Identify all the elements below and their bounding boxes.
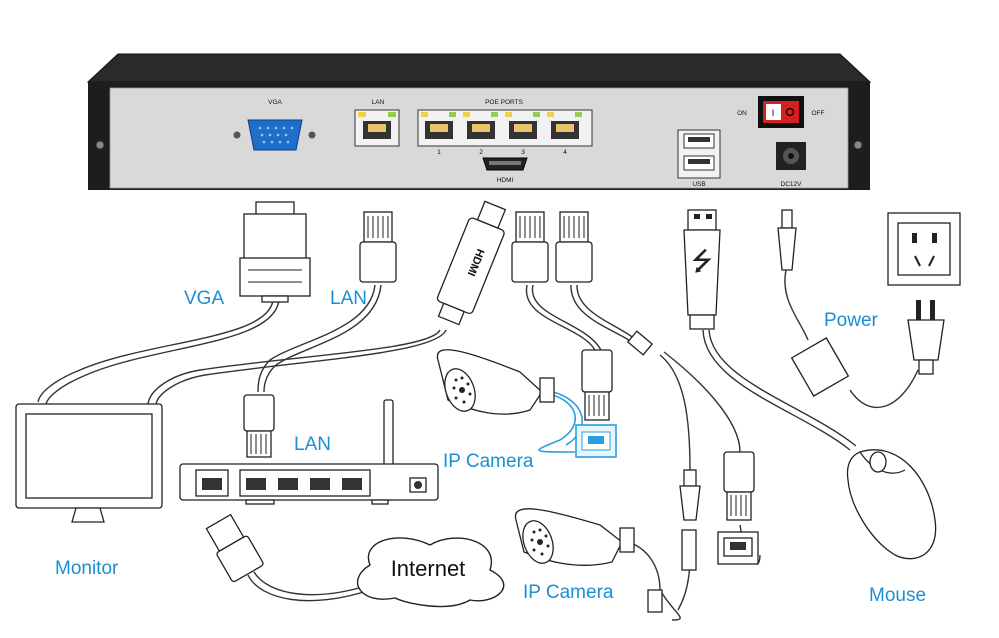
power-socket — [887, 212, 961, 286]
poe-port-2 — [463, 112, 498, 139]
svg-text:USB: USB — [692, 181, 705, 188]
nvr-hdmi-port: HDMI — [482, 157, 528, 184]
camera-1-lan-plug — [581, 349, 613, 421]
camera-2-lan-plug — [723, 451, 755, 521]
internet-cloud — [357, 537, 505, 608]
label-ip-camera-1: IP Camera — [443, 451, 534, 472]
camera-2-port-box — [717, 531, 759, 565]
poe-plug-1 — [511, 211, 549, 283]
svg-text:2: 2 — [479, 149, 483, 156]
svg-text:OFF: OFF — [812, 110, 825, 117]
mouse — [846, 449, 937, 560]
label-mouse: Mouse — [869, 585, 926, 606]
svg-text:HDMI: HDMI — [497, 177, 514, 184]
power-adapter — [790, 337, 850, 397]
camera-2-dc-plug — [679, 469, 701, 571]
ip-camera-2 — [514, 508, 663, 613]
monitor — [15, 403, 163, 523]
router — [179, 399, 439, 505]
poe-port-3 — [505, 112, 540, 139]
lan-plug-router — [243, 394, 275, 458]
power-plug — [907, 300, 945, 375]
svg-text:3: 3 — [521, 149, 525, 156]
usb-plug: ⭍ — [683, 209, 721, 330]
poe-port-1 — [421, 112, 456, 139]
hdmi-plug: HDMI — [436, 200, 507, 326]
svg-text:ON: ON — [737, 110, 747, 117]
nvr-vga-port: VGA — [233, 99, 316, 151]
svg-text:1: 1 — [437, 149, 441, 156]
svg-text:VGA: VGA — [268, 99, 282, 106]
poe-plug-2 — [555, 211, 593, 283]
label-ip-camera-2: IP Camera — [523, 582, 614, 603]
nvr-usb-ports: USB — [677, 129, 721, 188]
nvr-power-switch: ON OFF I — [737, 96, 825, 128]
lan-plug-top — [359, 211, 397, 283]
nvr-poe-ports: POE PORTS 1 2 3 4 — [417, 99, 593, 156]
svg-text:DC12V: DC12V — [781, 181, 803, 188]
poe-port-4 — [547, 112, 582, 139]
label-lan-router: LAN — [294, 434, 331, 455]
svg-text:POE PORTS: POE PORTS — [485, 99, 523, 106]
dc-plug — [777, 209, 797, 271]
nvr-device: VGA LAN POE PORTS — [86, 53, 872, 190]
svg-text:4: 4 — [563, 149, 567, 156]
nvr-lan-port: LAN — [354, 99, 400, 147]
lan-plug-internet — [205, 513, 264, 583]
label-lan-top: LAN — [330, 288, 367, 309]
ip-camera-1 — [436, 349, 555, 415]
label-monitor: Monitor — [55, 558, 119, 579]
svg-text:I: I — [772, 108, 775, 118]
camera-1-port-box — [575, 424, 617, 458]
usb-icon: ⭍ — [691, 247, 713, 277]
label-internet: Internet — [391, 556, 466, 581]
poe-splitter-joint — [626, 330, 654, 356]
vga-plug — [239, 201, 311, 303]
nvr-dc-jack: DC12V — [776, 142, 806, 188]
svg-text:LAN: LAN — [372, 99, 385, 106]
label-vga: VGA — [184, 288, 224, 309]
cables — [37, 269, 919, 621]
label-power: Power — [824, 310, 879, 331]
